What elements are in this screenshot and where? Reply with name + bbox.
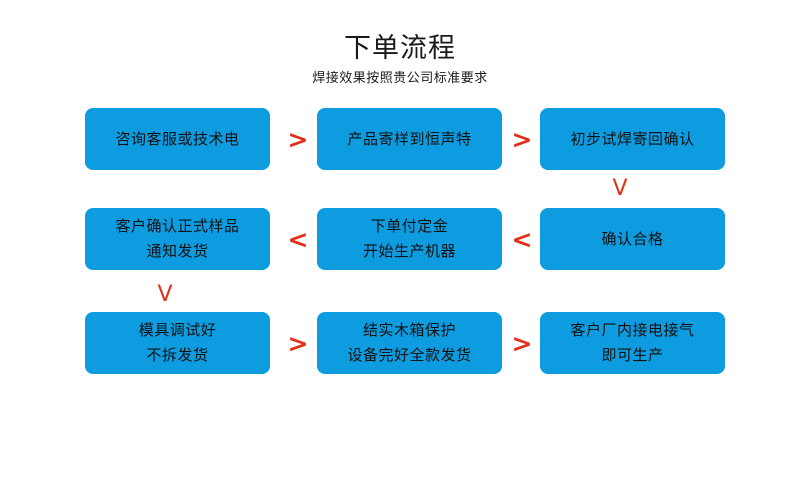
flow-box-r2c2[interactable]: 下单付定金 开始生产机器 (317, 208, 502, 270)
arrow-left-icon-r2-2: < (511, 225, 533, 254)
arrow-right-icon-r1-2: > (511, 125, 533, 154)
flow-box-r1c3[interactable]: 初步试焊寄回确认 (540, 108, 725, 170)
flow-box-line: 设备完好全款发货 (347, 346, 472, 364)
flow-box-line: 客户厂内接电接气 (570, 321, 695, 339)
arrow-right-icon-r1-1: > (287, 125, 309, 154)
arrow-left-icon-r2-1: < (287, 225, 309, 254)
chart-header: 下单流程 焊接效果按照贵公司标准要求 (0, 32, 800, 88)
page-subtitle: 焊接效果按照贵公司标准要求 (312, 71, 488, 86)
flow-box-r2c3[interactable]: 确认合格 (540, 208, 725, 270)
flow-box-line: 模具调试好 (138, 321, 217, 339)
flow-box-line: 客户确认正式样品 (115, 217, 240, 235)
flow-box-line: 通知发货 (146, 242, 209, 260)
flow-box-line: 下单付定金 (370, 217, 449, 235)
flow-box-line: 不拆发货 (146, 346, 209, 364)
flow-box-line: 即可生产 (601, 346, 664, 364)
flow-box-r2c1[interactable]: 客户确认正式样品 通知发货 (85, 208, 270, 270)
arrow-down-icon-right: V (612, 176, 628, 201)
flow-box-line: 开始生产机器 (362, 242, 456, 260)
arrow-right-icon-r3-2: > (511, 329, 533, 358)
flow-box-r3c3[interactable]: 客户厂内接电接气 即可生产 (540, 312, 725, 374)
flow-box-line: 咨询客服或技术电 (115, 130, 240, 148)
flow-box-r3c1[interactable]: 模具调试好 不拆发货 (85, 312, 270, 374)
flow-box-line: 结实木箱保护 (362, 321, 456, 339)
flow-box-r3c2[interactable]: 结实木箱保护 设备完好全款发货 (317, 312, 502, 374)
flow-box-line: 确认合格 (601, 230, 664, 248)
flow-box-line: 初步试焊寄回确认 (570, 130, 695, 148)
flow-box-r1c1[interactable]: 咨询客服或技术电 (85, 108, 270, 170)
arrow-right-icon-r3-1: > (287, 329, 309, 358)
page-title: 下单流程 (344, 33, 456, 64)
flow-box-line: 产品寄样到恒声特 (347, 130, 472, 148)
arrow-down-icon-left: V (157, 282, 173, 307)
flow-box-r1c2[interactable]: 产品寄样到恒声特 (317, 108, 502, 170)
